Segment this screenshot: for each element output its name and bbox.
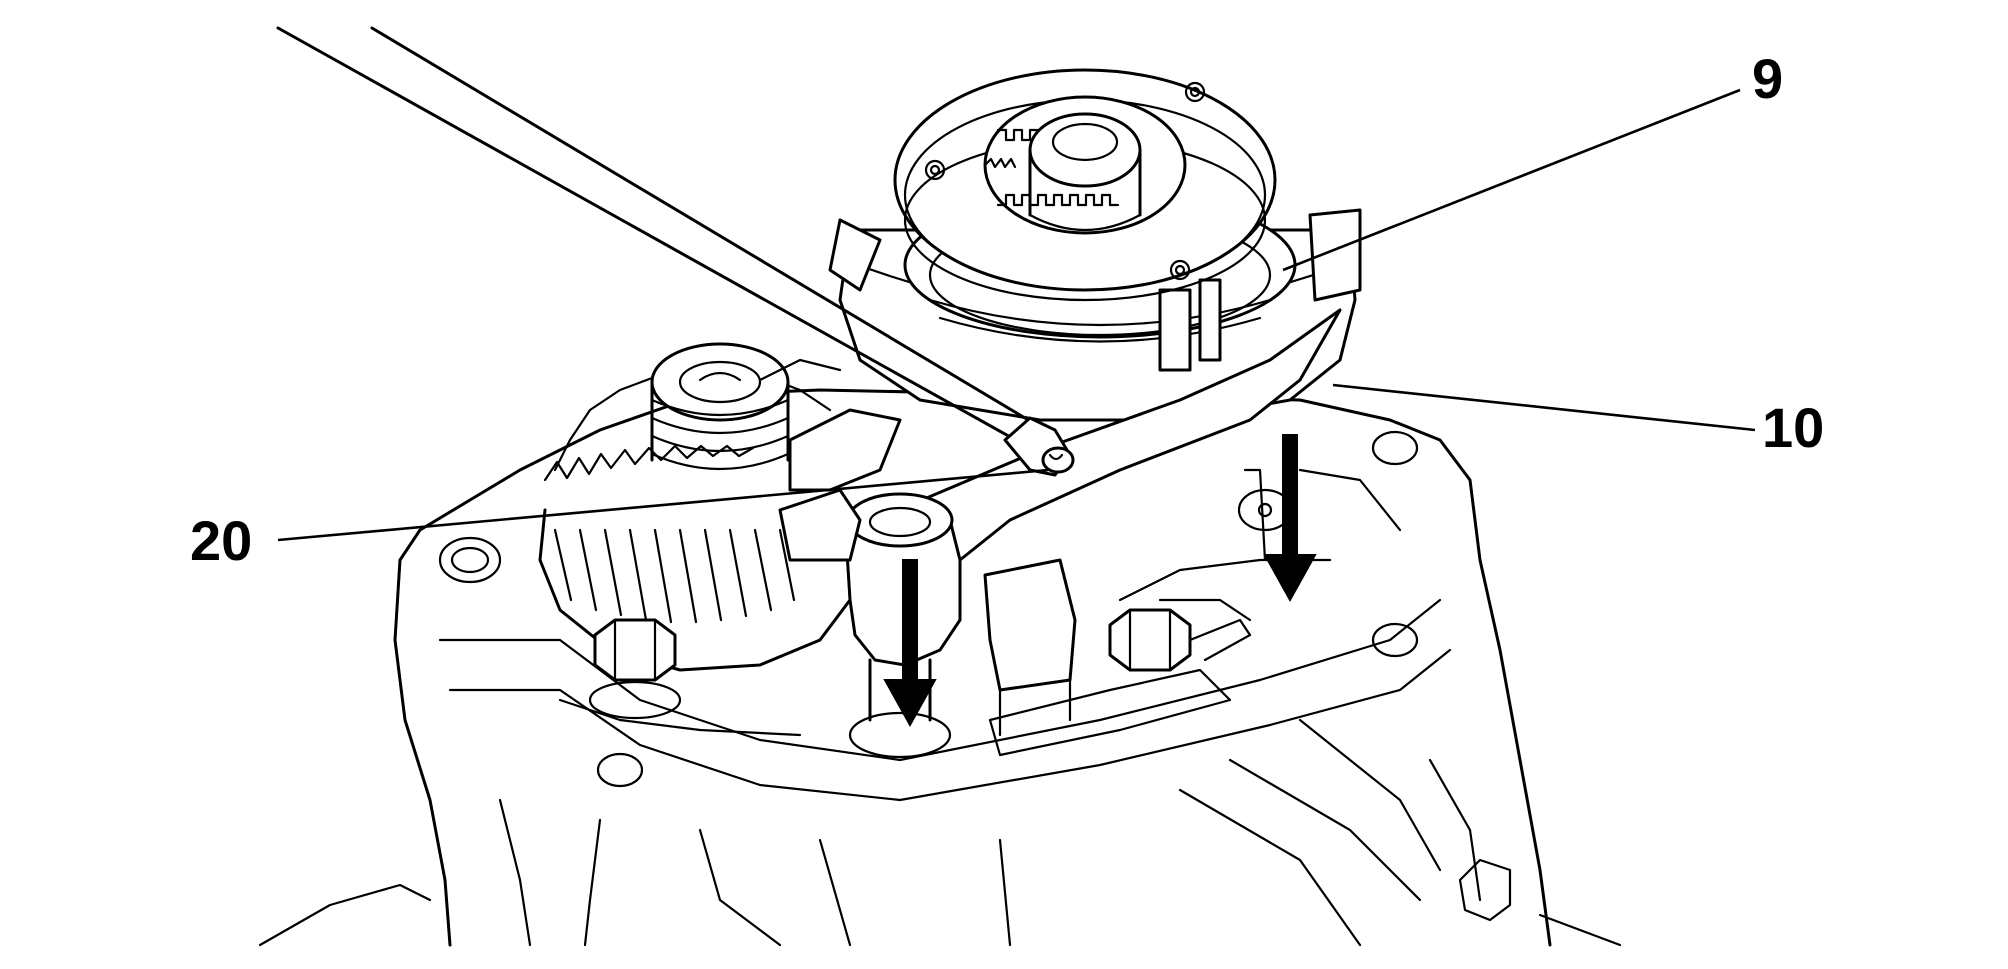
pry-bar bbox=[276, 26, 1075, 477]
shift-lever bbox=[988, 598, 1252, 757]
holder-bracket bbox=[758, 358, 902, 562]
callout-9: 9 bbox=[1282, 47, 1783, 272]
helical-gear bbox=[538, 342, 852, 672]
callout-20: 20 bbox=[190, 468, 1049, 572]
press-down-arrow-right bbox=[1263, 434, 1317, 603]
gearbox-housing bbox=[258, 388, 1622, 947]
bolt-right bbox=[1108, 608, 1252, 672]
callout-10: 10 bbox=[1332, 383, 1824, 459]
bolt-left bbox=[588, 618, 682, 720]
callout-label-10: 10 bbox=[1762, 396, 1824, 459]
wrench-tool bbox=[843, 308, 1342, 759]
callout-label-20: 20 bbox=[190, 509, 252, 572]
press-down-arrow-left bbox=[883, 559, 937, 728]
callout-label-9: 9 bbox=[1752, 47, 1783, 110]
clutch-assembly bbox=[828, 68, 1362, 422]
